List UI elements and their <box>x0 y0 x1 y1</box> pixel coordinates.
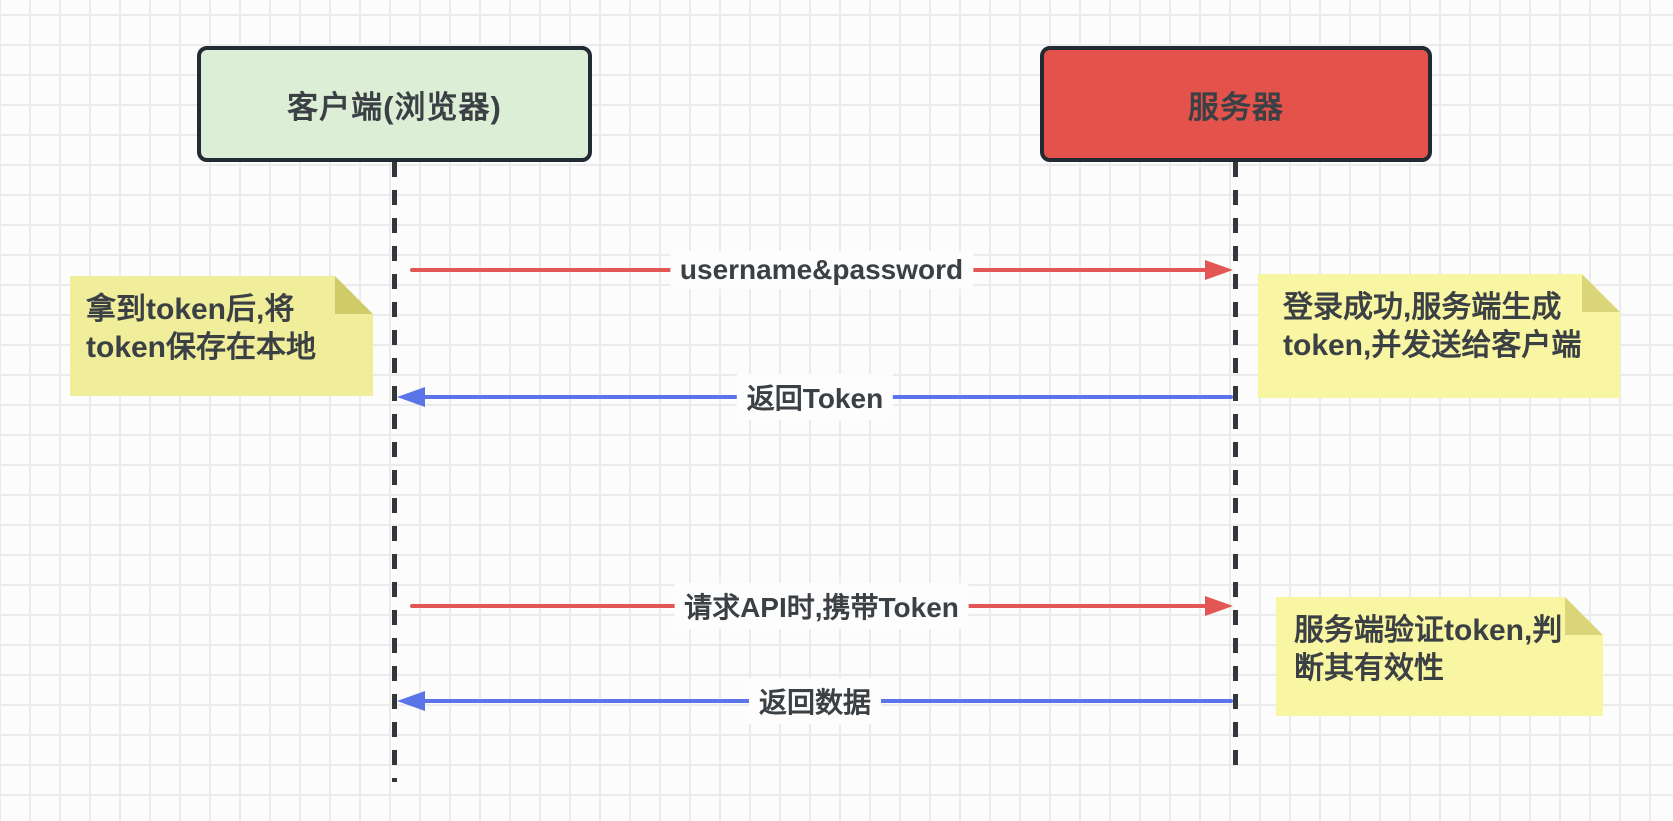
note-line: 断其有效性 <box>1294 652 1444 685</box>
note-line: 服务端验证token,判 <box>1294 614 1563 647</box>
note-line: token保存在本地 <box>86 331 317 364</box>
actor-server-box: 服务器 <box>1040 46 1432 162</box>
actor-server-label: 服务器 <box>1188 89 1284 125</box>
client-lifeline <box>392 162 397 782</box>
actor-client-box: 客户端(浏览器) <box>197 46 592 162</box>
actor-client-label: 客户端(浏览器) <box>287 89 502 125</box>
server-lifeline <box>1233 162 1238 770</box>
message-request-api-with-token: 请求API时,携带Token <box>410 583 1233 629</box>
message-label: 返回数据 <box>748 678 882 724</box>
note-fold-corner-icon <box>335 276 373 314</box>
note-save-token-locally: 拿到token后,将 token保存在本地 <box>70 276 373 396</box>
message-return-data: 返回数据 <box>397 678 1233 724</box>
arrow-head-left-icon <box>397 387 425 407</box>
message-label: 请求API时,携带Token <box>674 583 969 629</box>
message-return-token: 返回Token <box>397 374 1233 420</box>
message-label: 返回Token <box>736 374 894 420</box>
note-line: 登录成功,服务端生成 <box>1283 291 1562 324</box>
note-fold-corner-icon <box>1582 274 1620 312</box>
arrow-head-right-icon <box>1205 596 1233 616</box>
arrow-head-right-icon <box>1205 260 1233 280</box>
message-username-password: username&password <box>410 251 1233 289</box>
note-line: token,并发送给客户端 <box>1283 329 1582 362</box>
note-server-validate-token: 服务端验证token,判 断其有效性 <box>1276 597 1603 716</box>
note-login-success-generate-token: 登录成功,服务端生成 token,并发送给客户端 <box>1258 274 1620 398</box>
arrow-head-left-icon <box>397 691 425 711</box>
note-fold-corner-icon <box>1565 597 1603 635</box>
note-line: 拿到token后,将 <box>86 293 295 326</box>
message-label: username&password <box>669 251 974 289</box>
